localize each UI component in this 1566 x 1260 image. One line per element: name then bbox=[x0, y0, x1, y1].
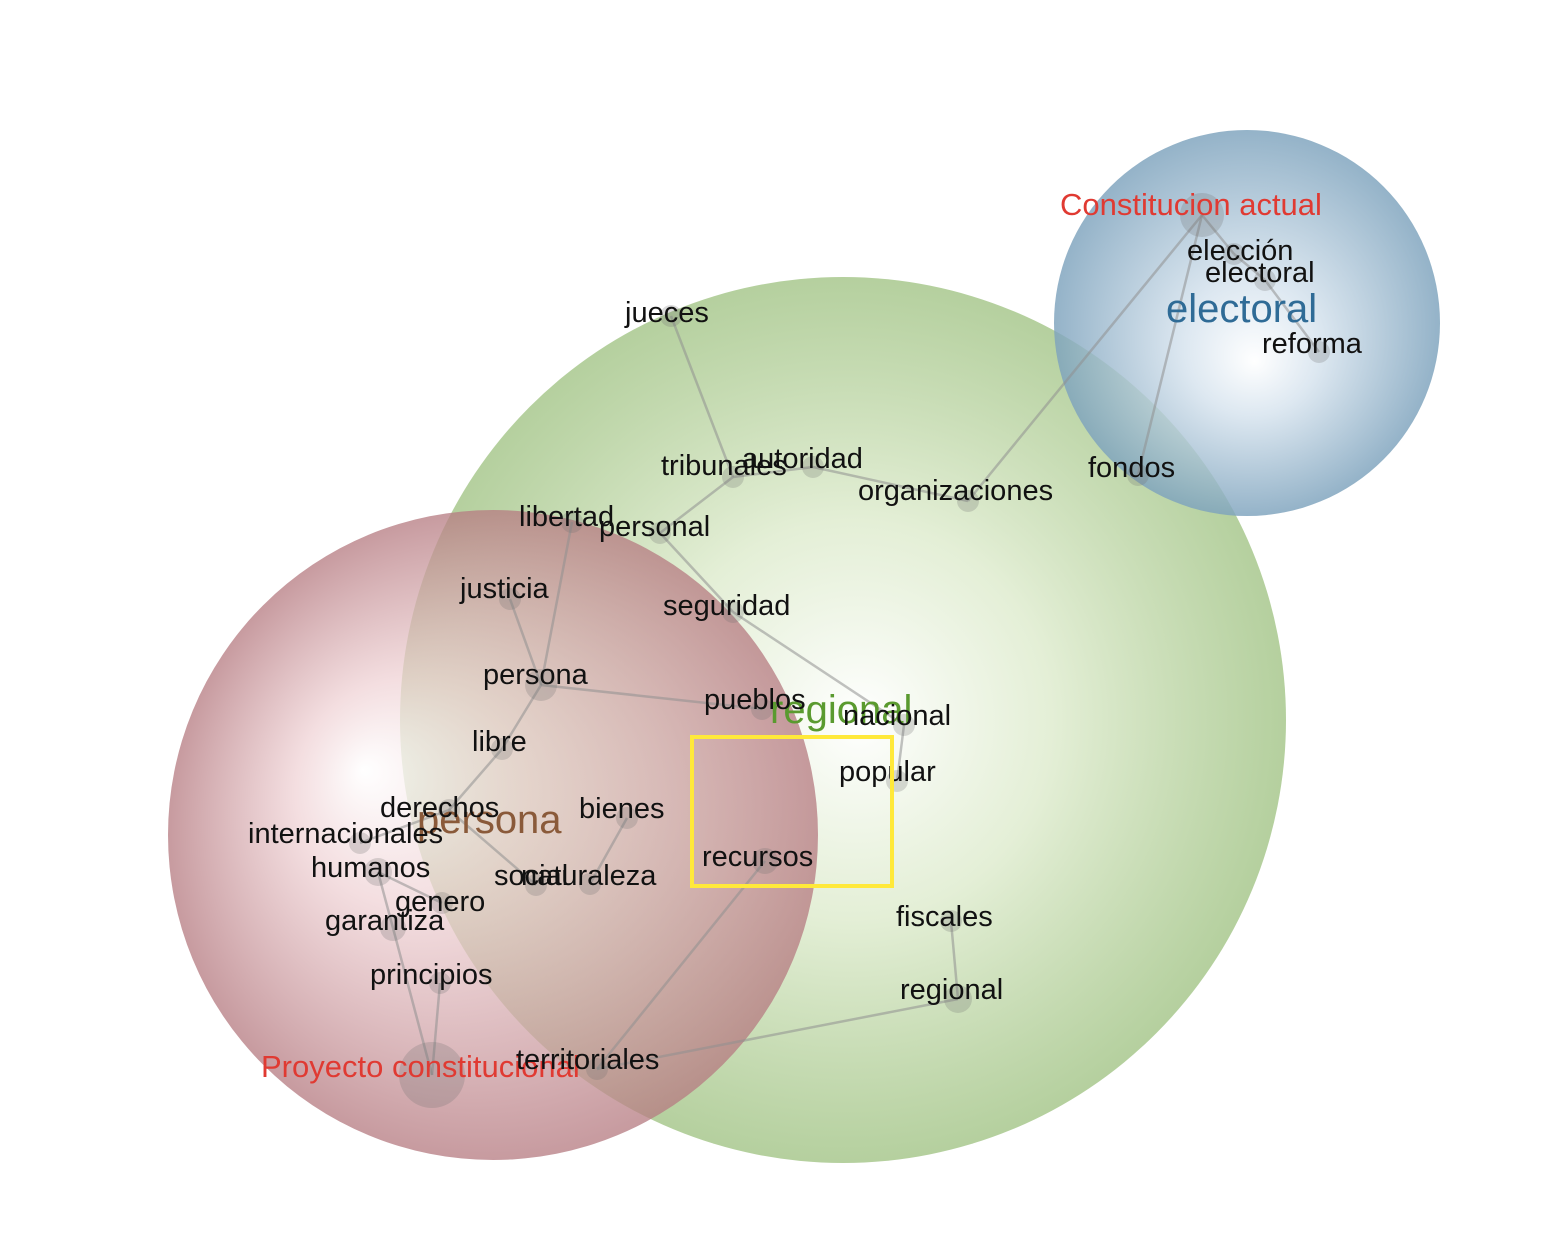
node-libertad bbox=[561, 511, 583, 533]
node-layer bbox=[349, 193, 1330, 1108]
word-pueblos: pueblos bbox=[704, 684, 806, 716]
node-humanos bbox=[364, 858, 392, 886]
edge-derechos-internacionales bbox=[359, 808, 450, 845]
node-elección bbox=[1223, 243, 1245, 265]
edge-elección-electoral bbox=[1233, 253, 1266, 281]
word-justicia: justicia bbox=[459, 573, 550, 605]
node-organizaciones bbox=[957, 490, 979, 512]
word-libertad: libertad bbox=[519, 501, 614, 533]
word-fiscales: fiscales bbox=[896, 901, 993, 933]
edge-regional-fiscales bbox=[949, 920, 960, 1000]
node-internacionales bbox=[349, 832, 371, 854]
word-eleccion: elección bbox=[1187, 235, 1293, 267]
word-fondos: fondos bbox=[1088, 452, 1175, 484]
edge-territoriales-regional bbox=[596, 997, 959, 1071]
edge-personal-seguridad bbox=[659, 532, 734, 613]
node-libre bbox=[491, 738, 513, 760]
word-territoriales: territoriales bbox=[516, 1044, 659, 1076]
word-popular: popular bbox=[839, 756, 936, 788]
edge-persona-pueblos bbox=[540, 683, 763, 711]
edge-autoridad-organizaciones bbox=[812, 465, 969, 503]
node-personal bbox=[649, 522, 671, 544]
word-libre: libre bbox=[472, 726, 527, 758]
edge-proyecto-principios bbox=[430, 982, 442, 1076]
node-fondos bbox=[1127, 464, 1149, 486]
edge-electoral-reforma bbox=[1264, 279, 1320, 353]
node-fiscales bbox=[940, 910, 962, 932]
word-jueces: jueces bbox=[624, 297, 709, 329]
edge-proyecto-garantiza bbox=[391, 927, 434, 1076]
edge-seguridad-nacional bbox=[732, 610, 905, 727]
cluster-title-regional: regional bbox=[770, 688, 912, 732]
node-autoridad bbox=[802, 456, 824, 478]
edge-humanos-garantiza bbox=[376, 871, 395, 929]
edge-nacional-popular bbox=[895, 724, 906, 782]
cluster-title-electoral: electoral bbox=[1166, 287, 1317, 331]
edge-humanos-genero bbox=[377, 870, 443, 905]
edge-tribunales-autoridad bbox=[732, 465, 814, 479]
word-persona: persona bbox=[483, 659, 589, 691]
word-genero: genero bbox=[395, 886, 485, 918]
source-label-proyecto-constitucional: Proyecto constitucional bbox=[261, 1049, 580, 1084]
word-reforma: reforma bbox=[1262, 328, 1363, 360]
edge-persona-libre bbox=[500, 684, 543, 750]
word-garantiza: garantiza bbox=[325, 905, 445, 937]
word-social: social bbox=[494, 860, 568, 892]
word-naturaleza: naturaleza bbox=[521, 860, 657, 892]
edge-fondos-actual bbox=[1136, 214, 1204, 476]
node-proyecto bbox=[399, 1042, 465, 1108]
node-reforma bbox=[1308, 341, 1330, 363]
node-tribunales bbox=[722, 466, 744, 488]
word-tribunales: tribunales bbox=[661, 450, 787, 482]
word-principios: principios bbox=[370, 959, 493, 991]
node-territoriales bbox=[586, 1058, 608, 1080]
edge-libre-derechos bbox=[448, 748, 503, 811]
source-label-constitucion-actual: Constitucion actual bbox=[1060, 187, 1322, 222]
word-recursos: recursos bbox=[702, 841, 813, 873]
node-genero bbox=[431, 892, 453, 914]
edge-tribunales-personal bbox=[659, 476, 734, 534]
node-recursos bbox=[752, 848, 778, 874]
node-garantiza bbox=[380, 915, 406, 941]
node-principios bbox=[429, 972, 451, 994]
selection-highlight-box bbox=[690, 735, 894, 888]
edge-actual-elección bbox=[1201, 214, 1235, 255]
node-pueblos bbox=[751, 698, 773, 720]
edge-justicia-persona bbox=[508, 598, 543, 686]
edge-libertad-persona bbox=[539, 521, 574, 686]
edge-derechos-social bbox=[448, 809, 537, 886]
node-naturaleza bbox=[579, 873, 601, 895]
cluster-title-persona: persona bbox=[417, 798, 562, 842]
word-internacionales: internacionales bbox=[248, 818, 443, 850]
word-nacional: nacional bbox=[843, 700, 951, 732]
word-bienes: bienes bbox=[579, 793, 664, 825]
word-regional: regional bbox=[900, 974, 1003, 1006]
node-bienes bbox=[616, 807, 638, 829]
word-seguridad: seguridad bbox=[663, 590, 790, 622]
word-personal: personal bbox=[599, 511, 710, 543]
edge-bienes-naturaleza bbox=[588, 817, 629, 885]
edge-recursos-territoriales bbox=[596, 860, 766, 1070]
node-nacional bbox=[893, 714, 915, 736]
edge-layer bbox=[359, 214, 1320, 1076]
word-humanos: humanos bbox=[311, 852, 430, 884]
edge-organizaciones-actual bbox=[967, 214, 1203, 502]
node-jueces bbox=[660, 305, 682, 327]
edge-jueces-tribunales bbox=[669, 315, 735, 478]
node-actual bbox=[1180, 193, 1224, 237]
node-persona bbox=[525, 669, 557, 701]
node-derechos bbox=[438, 799, 460, 821]
word-electoral: electoral bbox=[1205, 257, 1315, 289]
node-justicia bbox=[499, 588, 521, 610]
node-electoral bbox=[1254, 269, 1276, 291]
word-organizaciones: organizaciones bbox=[858, 475, 1053, 507]
word-derechos: derechos bbox=[380, 792, 499, 824]
node-seguridad bbox=[722, 601, 744, 623]
word-autoridad: autoridad bbox=[742, 443, 863, 475]
node-social bbox=[525, 874, 547, 896]
node-regional bbox=[944, 985, 972, 1013]
